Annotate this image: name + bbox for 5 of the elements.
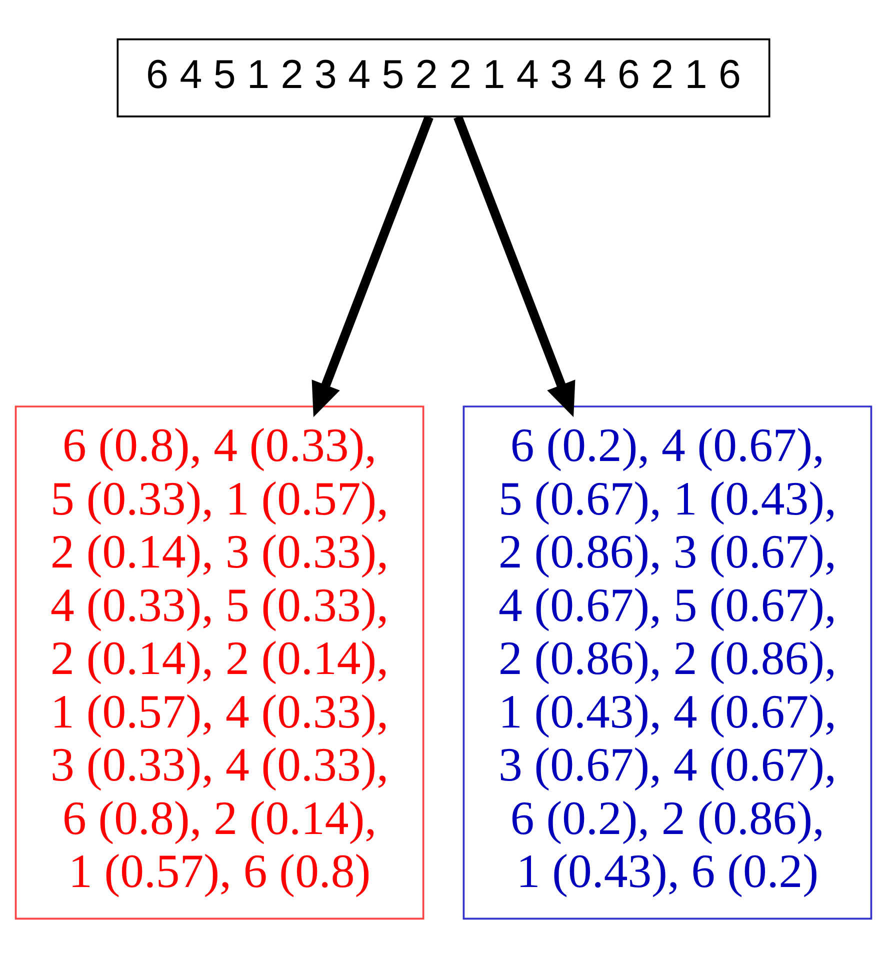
node-box: 6 (0.2), 4 (0.67), 5 (0.67), 1 (0.43), 2 (0.86), 3 (0.67), 4 (0.67), 5 (0.67), 2 (0.86), 2 (0.86), 1 (0.43), 4 (0.67), 3 (0.67), 4 (0.67), 6 (0.2), 2 (0.86), 1 (0.43), 6 (0.2) bbox=[462, 405, 872, 920]
arrow bbox=[312, 114, 434, 417]
node-box: 6 4 5 1 2 3 4 5 2 2 1 4 3 4 6 2 1 6 bbox=[116, 38, 770, 117]
node-box: 6 (0.8), 4 (0.33), 5 (0.33), 1 (0.57), 2 (0.14), 3 (0.33), 4 (0.33), 5 (0.33), 2 (0.14), 2 (0.14), 1 (0.57), 4 (0.33), 3 (0.33), 4 (0.33), 6 (0.8), 2 (0.14), 1 (0.57), 6 (0.8) bbox=[14, 405, 424, 920]
arrow bbox=[454, 114, 576, 417]
